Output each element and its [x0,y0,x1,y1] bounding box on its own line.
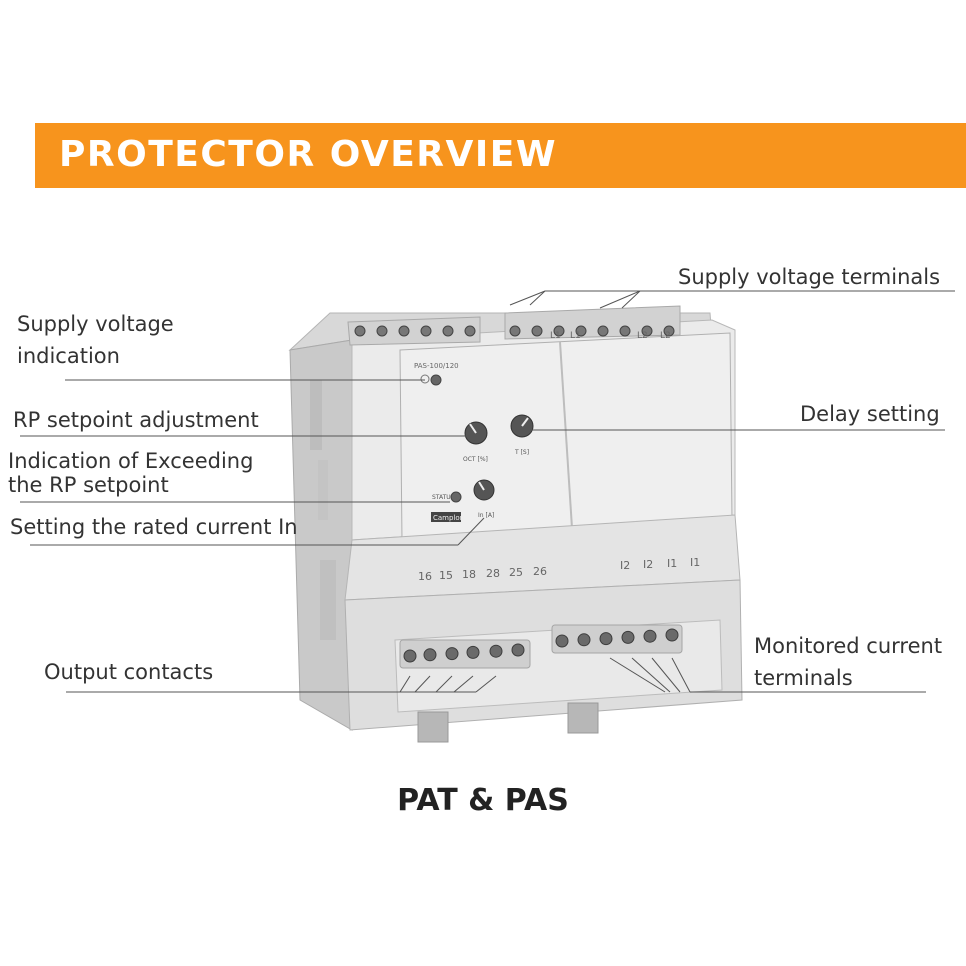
power-symbol-icon [420,374,430,384]
output-contact-screw [489,644,503,658]
current-terminal-screw [599,632,613,646]
callout-monitored-current-line1: Monitored current [754,634,943,658]
current-terminal-screw [665,628,679,642]
page-title: PROTECTOR OVERVIEW [59,134,558,175]
bottom-screws [403,628,679,663]
header-banner: PROTECTOR OVERVIEW [35,123,966,188]
terminal-screw [376,325,388,337]
terminal-screw [509,325,521,337]
output-contact-screw [423,648,437,662]
brand-label: Camplon [433,514,464,522]
top-terminal-label: L1 [550,331,561,341]
current-terminal-screw [577,633,591,647]
rp-dial-label: OCT [%] [463,456,488,463]
terminal-screw [619,325,631,337]
callout-supply-voltage-indication-line2: indication [17,344,120,368]
output-contact-screw [466,645,480,659]
device-housing [288,312,743,743]
callout-supply-voltage-terminals: Supply voltage terminals [678,265,941,289]
current-terminal-screw [643,629,657,643]
callout-rp-setpoint-adjustment: RP setpoint adjustment [13,408,259,432]
callout-exceeding-rp-line1: Indication of Exceeding [8,449,254,473]
terminal-screw [531,325,543,337]
bottom-terminal-label: 15 [439,569,453,582]
terminal-screw [597,325,609,337]
terminal-screw [420,325,432,337]
callout-supply-voltage-indication-line1: Supply voltage [17,312,174,336]
output-contact-screw [511,643,525,657]
bottom-terminal-label: 16 [418,570,432,583]
callout-output-contacts: Output contacts [44,660,214,684]
terminal-screw [442,325,454,337]
terminal-screw [464,325,476,337]
bottom-terminal-label: 28 [486,567,500,580]
rp-setpoint-dial[interactable] [464,421,488,445]
top-terminal-label: L2 [660,331,671,341]
top-terminal-label: L1 [570,331,581,341]
product-caption: PAT & PAS [397,783,569,818]
rated-current-dial[interactable] [473,479,495,501]
terminal-screw [398,325,410,337]
bottom-terminal-label: I1 [667,557,677,570]
terminal-screw [575,325,587,337]
bottom-terminal-label: 26 [533,565,547,578]
status-led-label: STATUS [432,494,455,501]
terminal-screw [641,325,653,337]
bottom-terminal-label: 25 [509,566,523,579]
output-contact-screw [403,649,417,663]
current-terminal-screw [555,634,569,648]
callout-exceeding-rp-line2: the RP setpoint [8,473,169,497]
callout-monitored-current-line2: terminals [754,666,853,690]
terminal-screw [553,325,565,337]
model-label: PAS-100/120 [414,362,459,370]
top-terminal-labels: L1 L1 L2 L2 [550,331,671,341]
rated-current-dial-label: In [A] [478,512,494,519]
bottom-terminal-label: I2 [620,559,630,572]
supply-voltage-led [430,374,442,386]
top-screws [354,325,675,337]
bottom-terminal-label: I2 [643,558,653,571]
delay-dial[interactable] [510,414,534,438]
bottom-terminal-label: 18 [462,568,476,581]
bottom-terminal-label: I1 [690,556,700,569]
callout-delay-setting: Delay setting [800,402,940,426]
top-terminal-label: L2 [637,331,648,341]
brand-plate [431,512,461,522]
current-terminal-screw [621,630,635,644]
exceeding-rp-led [450,491,462,503]
callout-rated-current: Setting the rated current In [10,515,298,539]
terminal-screw [354,325,366,337]
bottom-terminal-labels: 16 15 18 28 25 26 I2 I2 I1 I1 [418,556,700,583]
delay-dial-label: T [S] [514,449,529,456]
terminal-screw [663,325,675,337]
top-terminal-block [347,305,681,346]
callout-leader-lines [20,290,955,693]
output-contact-screw [445,647,459,661]
